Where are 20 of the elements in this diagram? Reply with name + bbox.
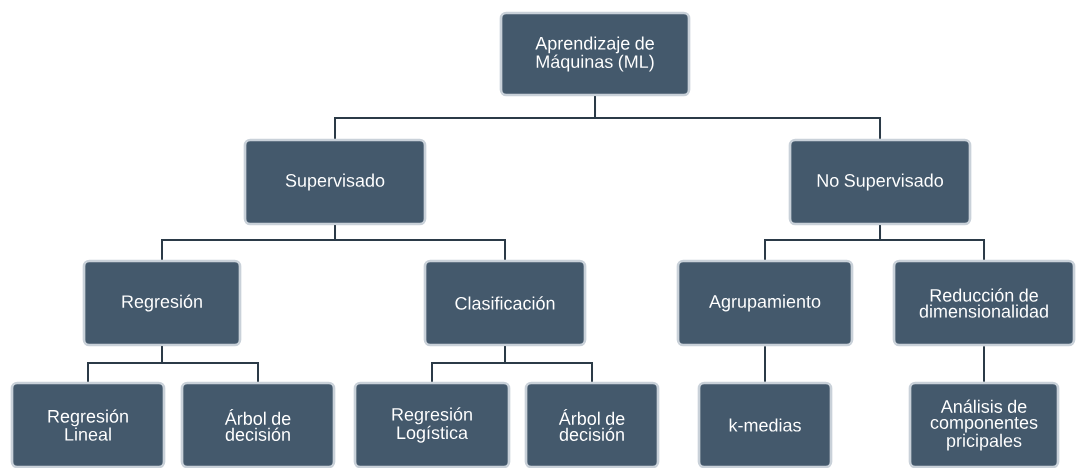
category-box: Aprendizaje de Máquinas (ML) (499, 11, 691, 97)
connector-line (879, 224, 985, 261)
connector-line (983, 345, 985, 383)
category-box: Reducción de dimensionalidad (892, 259, 1076, 347)
connector-line (161, 345, 259, 383)
connector-line (504, 345, 593, 383)
connector-line (764, 345, 766, 383)
category-box: k-medias (697, 381, 833, 468)
category-box: Supervisado (243, 138, 427, 226)
category-box: Regresión (82, 259, 242, 347)
category-box: Regresión Lineal (10, 381, 166, 468)
category-box: Regresión Logística (353, 381, 511, 468)
category-box: No Supervisado (788, 138, 972, 226)
category-box: Clasificación (423, 259, 587, 347)
connector-line (594, 95, 881, 140)
category-box: Agrupamiento (676, 259, 854, 347)
category-box: Árbol de decisión (524, 381, 660, 468)
category-box: Análisis de componentes pricipales (908, 381, 1060, 468)
category-box: Árbol de decisión (180, 381, 336, 468)
connector-line (334, 224, 506, 261)
